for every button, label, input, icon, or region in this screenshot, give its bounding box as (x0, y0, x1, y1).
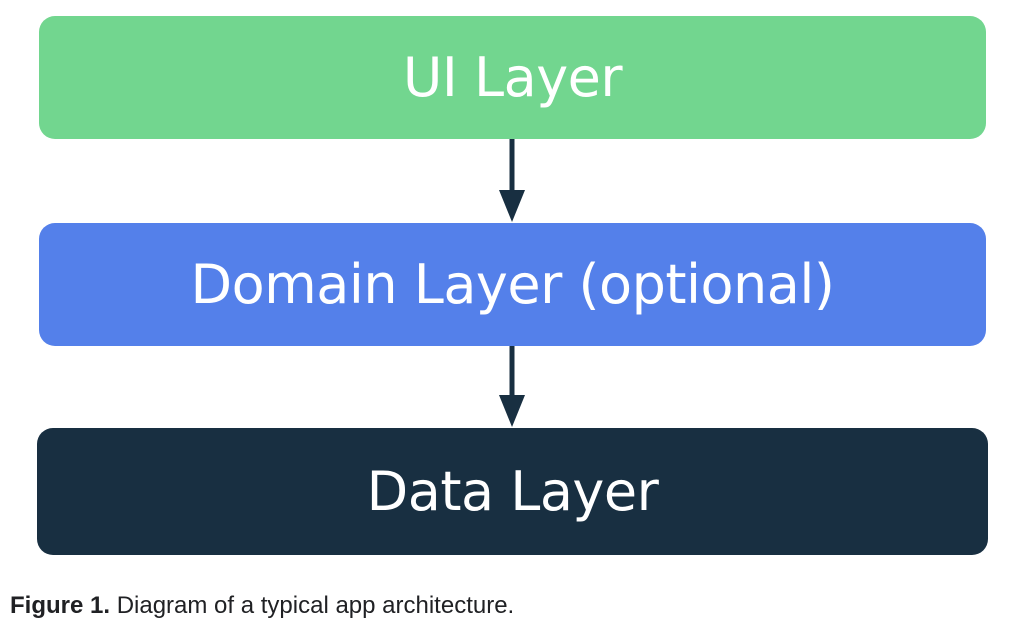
arrow-domain-to-data (499, 346, 525, 427)
data-layer-box: Data Layer (37, 428, 988, 555)
data-layer-label: Data Layer (366, 459, 659, 523)
figure-caption-text: Diagram of a typical app architecture. (110, 592, 515, 619)
ui-layer-label: UI Layer (402, 45, 623, 109)
figure-caption: Figure 1. Diagram of a typical app archi… (10, 592, 514, 620)
domain-layer-label: Domain Layer (optional) (190, 252, 835, 316)
ui-layer-box: UI Layer (39, 16, 986, 139)
arrow-ui-to-domain-head (499, 190, 525, 222)
domain-layer-box: Domain Layer (optional) (39, 223, 986, 346)
arrow-ui-to-domain (499, 139, 525, 222)
arrow-domain-to-data-head (499, 395, 525, 427)
figure-caption-prefix: Figure 1. (10, 592, 111, 619)
